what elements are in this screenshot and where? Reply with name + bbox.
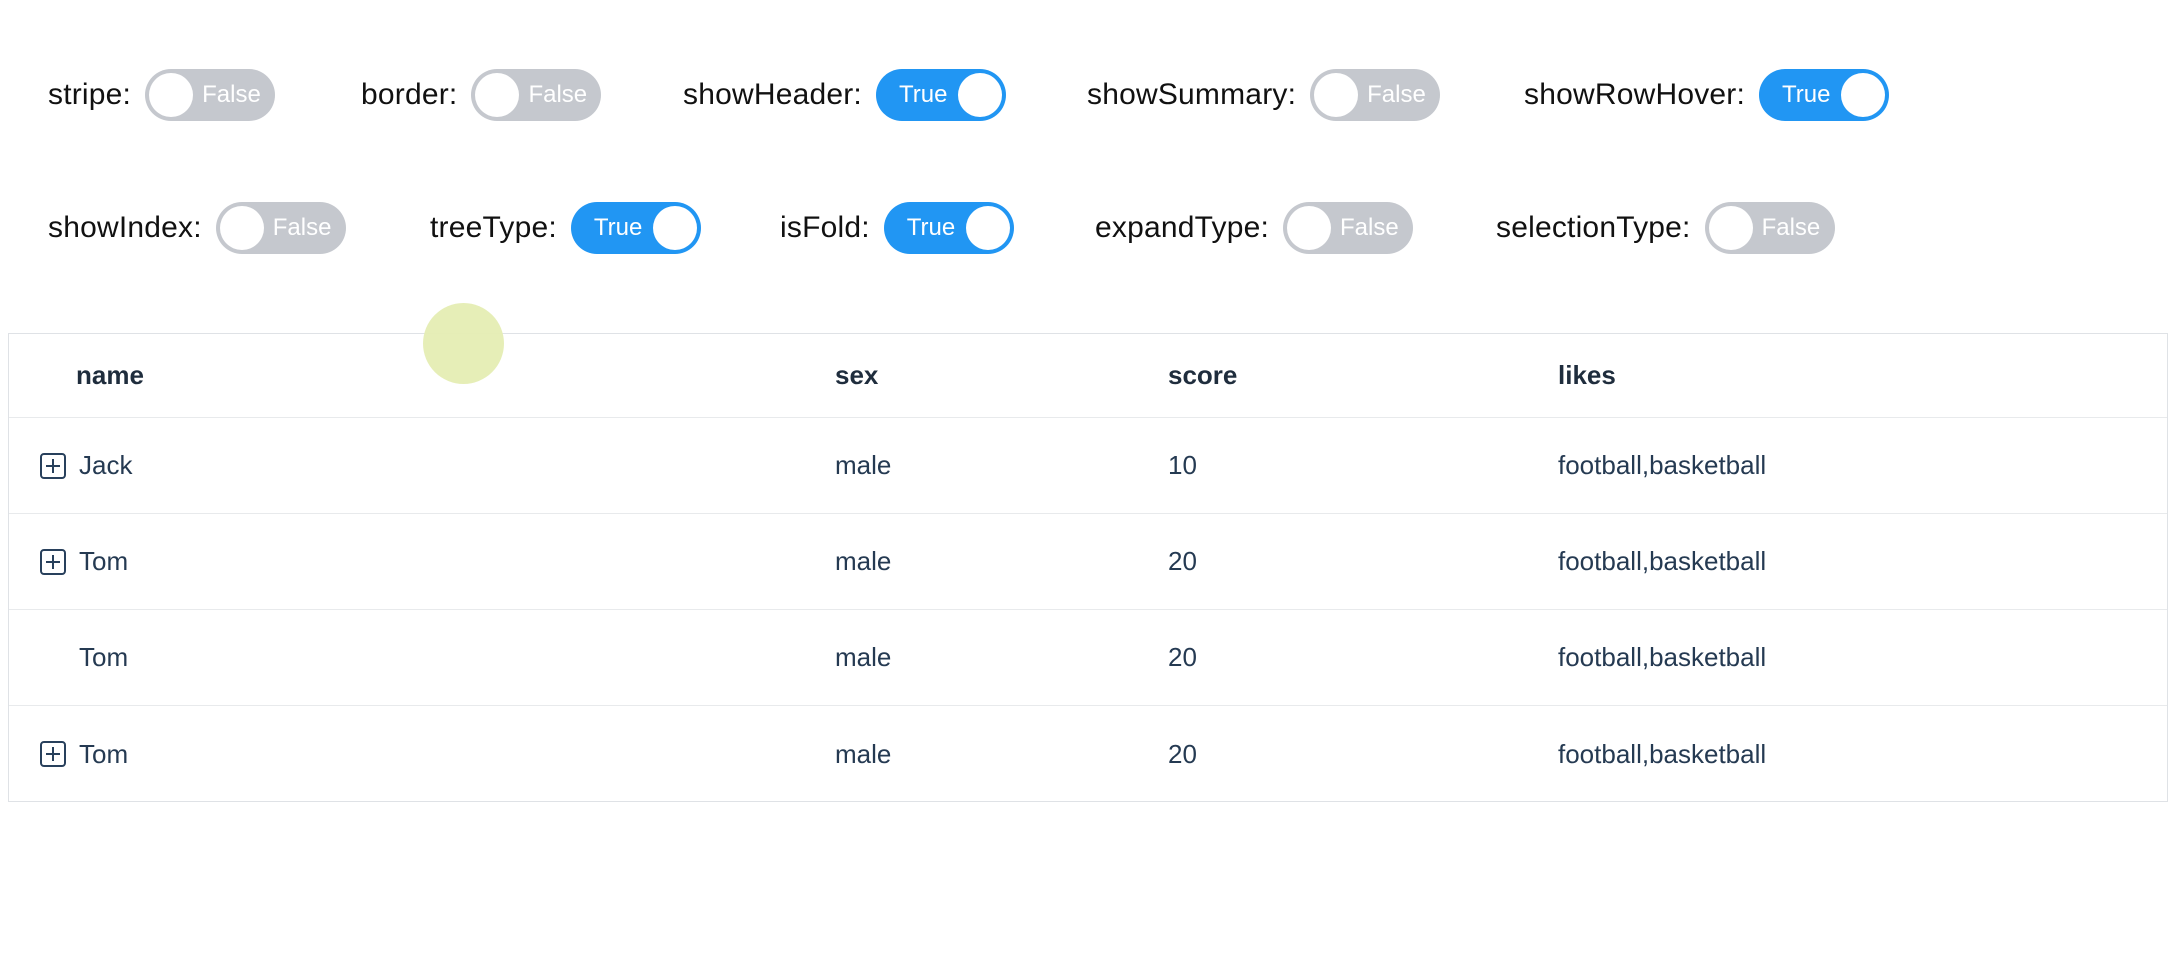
border-switch[interactable]: False: [471, 69, 602, 121]
selection-type-switch[interactable]: False: [1704, 202, 1835, 254]
show-header-label: showHeader:: [683, 78, 862, 111]
likes-cell: football,basketball: [1558, 450, 1767, 480]
sex-cell: male: [835, 546, 892, 576]
show-summary-switch[interactable]: False: [1310, 69, 1441, 121]
table-row: Tom male 20 football,basketball: [9, 706, 2167, 802]
column-header-name: name: [76, 360, 144, 390]
control-show-index: showIndex: False: [48, 202, 346, 254]
name-cell: Tom: [9, 546, 819, 577]
control-show-summary: showSummary: False: [1087, 69, 1441, 121]
switch-state-label: False: [272, 214, 332, 241]
switch-state-label: False: [1367, 81, 1426, 108]
is-fold-label: isFold:: [780, 211, 870, 244]
stripe-label: stripe:: [48, 78, 132, 111]
control-tree-type: treeType: True: [430, 202, 701, 254]
switch-knob: [652, 206, 697, 250]
name-value: Jack: [79, 450, 133, 480]
table-row: Tom male 20 football,basketball: [9, 514, 2167, 610]
control-show-header: showHeader: True: [683, 69, 1006, 121]
name-value: Tom: [79, 642, 129, 672]
name-value: Tom: [79, 738, 129, 769]
show-index-label: showIndex:: [48, 211, 202, 244]
sex-cell: male: [835, 642, 892, 672]
expand-type-switch[interactable]: False: [1283, 202, 1413, 254]
score-cell: 20: [1168, 642, 1197, 672]
switch-knob: [1287, 206, 1331, 250]
switch-knob: [1314, 73, 1359, 117]
switch-state-label: True: [593, 214, 643, 241]
stripe-switch[interactable]: False: [145, 69, 276, 121]
control-show-row-hover: showRowHover: True: [1524, 69, 1890, 121]
show-row-hover-label: showRowHover:: [1524, 78, 1746, 111]
show-row-hover-switch[interactable]: True: [1759, 69, 1890, 121]
is-fold-switch[interactable]: True: [883, 202, 1014, 254]
switch-state-label: True: [898, 81, 948, 108]
score-cell: 10: [1168, 450, 1197, 480]
switch-state-label: False: [1761, 214, 1821, 241]
selection-type-label: selectionType:: [1496, 211, 1691, 244]
switch-state-label: True: [1782, 81, 1831, 108]
expand-icon[interactable]: [40, 452, 66, 479]
table-header-row: name sex score likes: [9, 334, 2167, 418]
switch-state-label: True: [906, 214, 956, 241]
switch-knob: [475, 73, 520, 117]
switch-knob: [965, 206, 1010, 250]
expand-icon[interactable]: [40, 548, 66, 575]
control-is-fold: isFold: True: [780, 202, 1014, 254]
control-border: border: False: [361, 69, 602, 121]
border-label: border:: [361, 78, 458, 111]
switch-knob: [1841, 73, 1886, 117]
column-header-sex: sex: [835, 360, 879, 390]
expand-icon[interactable]: [40, 741, 66, 767]
sex-cell: male: [835, 450, 892, 480]
expand-type-label: expandType:: [1095, 211, 1269, 244]
name-cell: Tom: [9, 739, 819, 770]
click-indicator: [423, 303, 504, 384]
switch-state-label: False: [1340, 214, 1399, 241]
control-expand-type: expandType: False: [1095, 202, 1413, 254]
sex-cell: male: [835, 738, 892, 769]
column-header-score: score: [1168, 360, 1238, 390]
switch-state-label: False: [202, 81, 261, 108]
control-selection-type: selectionType: False: [1496, 202, 1835, 254]
switch-knob: [957, 73, 1002, 117]
tree-type-switch[interactable]: True: [570, 202, 701, 254]
likes-cell: football,basketball: [1558, 642, 1767, 672]
tree-table: name sex score likes Jack male 10 footba…: [8, 333, 2168, 802]
name-cell: Jack: [9, 450, 819, 481]
show-header-switch[interactable]: True: [875, 69, 1006, 121]
name-value: Tom: [79, 546, 129, 576]
score-cell: 20: [1168, 738, 1197, 769]
tree-type-label: treeType:: [430, 211, 557, 244]
score-cell: 20: [1168, 546, 1197, 576]
show-summary-label: showSummary:: [1087, 78, 1297, 111]
name-cell: Tom: [9, 642, 819, 673]
switch-knob: [149, 73, 194, 117]
switch-knob: [1708, 206, 1753, 250]
switch-state-label: False: [528, 81, 588, 108]
column-header-likes: likes: [1558, 360, 1616, 390]
table-row: Tom male 20 football,basketball: [9, 610, 2167, 706]
table-row: Jack male 10 football,basketball: [9, 418, 2167, 514]
switch-knob: [219, 206, 264, 250]
show-index-switch[interactable]: False: [215, 202, 346, 254]
control-stripe: stripe: False: [48, 69, 276, 121]
likes-cell: football,basketball: [1558, 738, 1767, 769]
likes-cell: football,basketball: [1558, 546, 1767, 576]
